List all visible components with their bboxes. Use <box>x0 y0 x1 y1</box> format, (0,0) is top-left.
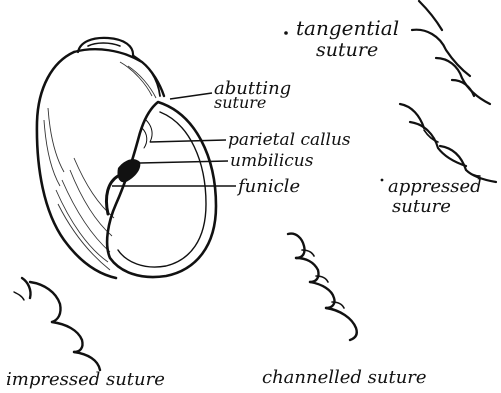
channelled-suture-label: channelled suture <box>262 367 427 388</box>
abutting-suture-leader <box>170 93 212 99</box>
parietal-callus-leader <box>150 140 226 142</box>
funicle-label: funicle <box>236 176 300 197</box>
appressed-suture-sketch <box>400 104 496 182</box>
appressed-suture-label-line1: appressed <box>388 176 482 197</box>
parietal-callus-label: parietal callus <box>228 130 351 150</box>
umbilicus-leader <box>140 161 228 163</box>
tangential-suture-label-line1: tangential <box>296 16 399 40</box>
stray-dot <box>381 179 384 182</box>
abutting-suture-label-line2: suture <box>214 93 266 112</box>
impressed-suture-label: impressed suture <box>6 369 165 390</box>
stray-dot <box>284 31 288 35</box>
channelled-suture-sketch <box>288 234 357 340</box>
tangential-suture-sketch <box>412 1 490 104</box>
appressed-suture-label-line2: suture <box>392 196 451 217</box>
umbilicus-label: umbilicus <box>230 151 314 171</box>
tangential-suture-label-line2: suture <box>316 39 378 61</box>
impressed-suture-sketch <box>14 278 100 370</box>
snail-shell-drawing <box>37 38 216 278</box>
